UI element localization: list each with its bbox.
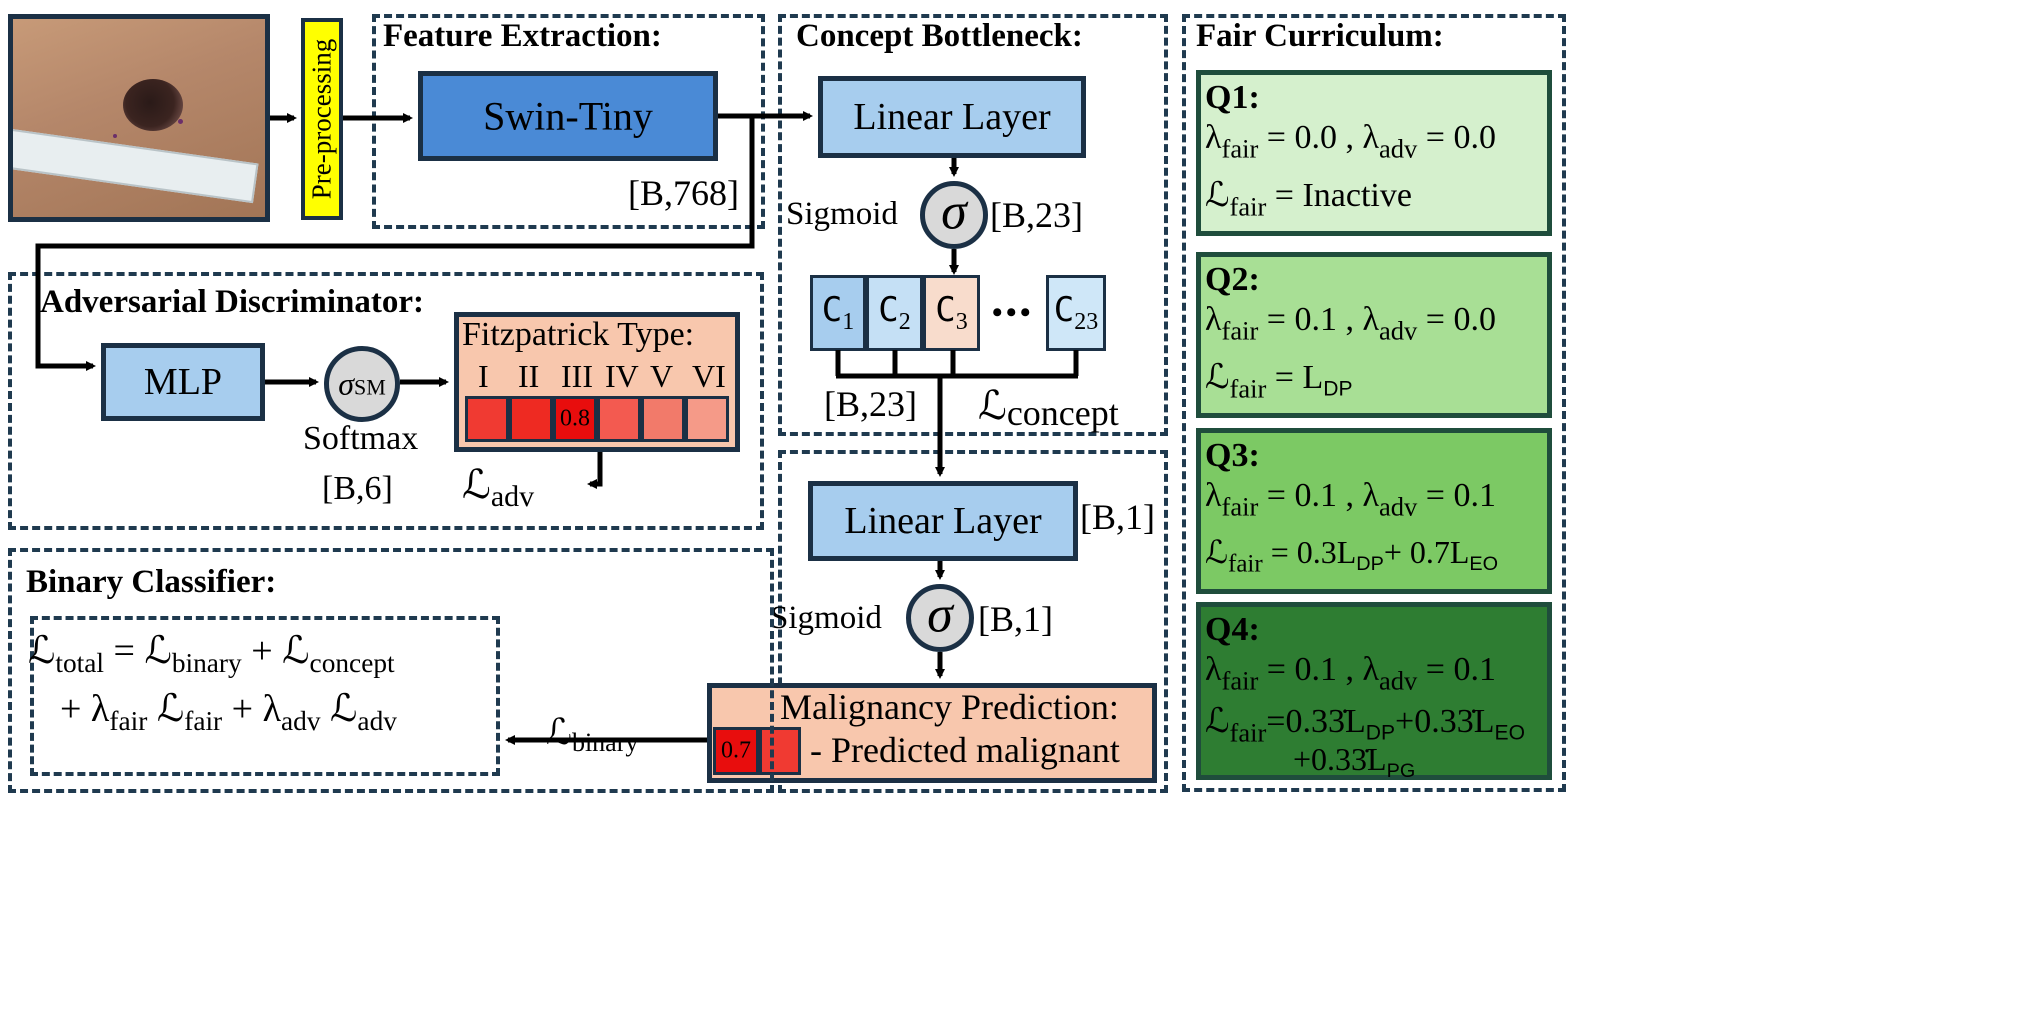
fitzpatrick-type-IV: IV [605, 358, 639, 394]
concept-cell-3: C3 [923, 275, 980, 351]
curriculum-loss-line-2: +0.33̇LPG [1293, 741, 1416, 782]
feature-extraction-panel [372, 14, 765, 229]
fitzpatrick-cell-IV [597, 396, 641, 442]
adversarial-loss-label: ℒadv [462, 462, 535, 513]
total-loss-line2: + λfair ℒfair + λadv ℒadv [60, 686, 397, 736]
swin-tiny-label: Swin-Tiny [483, 93, 653, 139]
curriculum-loss-line: ℒfair=0.33̇LDP+0.33̇LEO [1205, 701, 1525, 748]
fitzpatrick-type-II: II [518, 358, 540, 394]
fitzpatrick-cell-value: 0.8 [560, 405, 590, 432]
concept-bottleneck-panel [778, 14, 1168, 436]
classifier-linear-layer: Linear Layer [808, 481, 1078, 561]
classifier-sigmoid-dim: [B,1] [978, 599, 1053, 639]
softmax-node: σSM [324, 346, 400, 422]
fitzpatrick-title: Fitzpatrick Type: [462, 316, 695, 353]
curriculum-quarter-label: Q1: [1205, 79, 1260, 116]
concept-cell-label: C1 [821, 290, 855, 335]
concept-bottleneck-title: Concept Bottleneck: [796, 18, 1083, 54]
mlp-box: MLP [101, 343, 265, 421]
classifier-head-panel [778, 450, 1168, 793]
fitzpatrick-cell-III: 0.8 [553, 396, 597, 442]
concept-ellipsis: • • • [992, 296, 1030, 329]
curriculum-lambda-line: λfair = 0.1 , λadv = 0.0 [1205, 301, 1496, 346]
classifier-sigma-node: σ [906, 584, 974, 652]
concept-sigmoid-label: Sigmoid [786, 196, 898, 232]
fitzpatrick-type-V: V [650, 358, 674, 394]
softmax-label: Softmax [303, 420, 419, 457]
fair-curriculum-panel [1182, 14, 1566, 792]
concept-cell-1: C1 [810, 275, 866, 351]
concept-cell-label: C2 [878, 290, 911, 335]
arrow-features-to-mlp [35, 116, 755, 371]
adversarial-title: Adversarial Discriminator: [40, 284, 424, 320]
malignancy-title: Malignancy Prediction: [780, 687, 1119, 727]
curriculum-quarter-label: Q2: [1205, 261, 1260, 298]
concept-cell-2: C2 [866, 275, 923, 351]
adversarial-dim-label: [B,6] [322, 470, 393, 507]
swin-tiny-box: Swin-Tiny [418, 71, 718, 161]
curriculum-quarter-label: Q3: [1205, 437, 1260, 474]
softmax-symbol: σSM [338, 365, 386, 402]
fitzpatrick-cell-II [509, 396, 553, 442]
mlp-label: MLP [143, 361, 223, 403]
adversarial-panel [8, 272, 764, 530]
concept-cell-23: C23 [1046, 275, 1106, 351]
concept-sigma-node: σ [920, 181, 988, 249]
concept-cell-label: C23 [1053, 290, 1099, 335]
classifier-linear-dim: [B,1] [1080, 497, 1155, 537]
lesion-image [8, 14, 270, 222]
fitzpatrick-type-III: III [561, 358, 593, 394]
concept-sigma-symbol: σ [941, 183, 967, 241]
malignancy-color-cell [759, 727, 801, 775]
concept-linear-label: Linear Layer [853, 96, 1051, 138]
total-loss-box [30, 616, 500, 776]
concept-sigmoid-dim: [B,23] [990, 195, 1083, 235]
concept-linear-layer: Linear Layer [818, 76, 1086, 158]
malignancy-value: 0.7 [721, 737, 751, 764]
feature-extraction-title: Feature Extraction: [383, 18, 662, 54]
fitzpatrick-type-VI: VI [692, 358, 726, 394]
curriculum-loss-line: ℒfair = Inactive [1205, 175, 1412, 222]
curriculum-loss-line: ℒfair = 0.3LDP+ 0.7LEO [1205, 533, 1499, 578]
fair-curriculum-title: Fair Curriculum: [1196, 18, 1444, 54]
binary-classifier-title: Binary Classifier: [26, 564, 277, 600]
concept-cell-label: C3 [935, 290, 968, 335]
classifier-sigma-symbol: σ [927, 586, 953, 644]
binary-classifier-panel [8, 548, 774, 793]
curriculum-lambda-line: λfair = 0.1 , λadv = 0.1 [1205, 477, 1496, 522]
classifier-sigmoid-label: Sigmoid [770, 600, 882, 636]
preprocessing-box: Pre-processing [301, 18, 343, 220]
curriculum-quarter-label: Q4: [1205, 611, 1260, 648]
concept-loss-label: ℒconcept [978, 383, 1119, 433]
curriculum-lambda-line: λfair = 0.1 , λadv = 0.1 [1205, 651, 1496, 696]
arrow-fitzpatrick-to-adv-loss [587, 452, 603, 489]
concept-dim-label: [B,23] [824, 384, 917, 424]
curriculum-loss-line: ℒfair = LDP [1205, 357, 1353, 404]
malignancy-label: - Predicted malignant [810, 730, 1120, 770]
malignancy-value-cell: 0.7 [713, 727, 759, 775]
curriculum-lambda-line: λfair = 0.0 , λadv = 0.0 [1205, 119, 1496, 164]
feature-dim-label: [B,768] [628, 173, 739, 213]
fitzpatrick-type-I: I [478, 358, 489, 394]
fitzpatrick-cell-VI [685, 396, 729, 442]
fitzpatrick-cell-V [641, 396, 685, 442]
total-loss-line1: ℒtotal = ℒbinary + ℒconcept [28, 628, 395, 678]
classifier-linear-label: Linear Layer [844, 500, 1042, 542]
fitzpatrick-cell-I [465, 396, 509, 442]
